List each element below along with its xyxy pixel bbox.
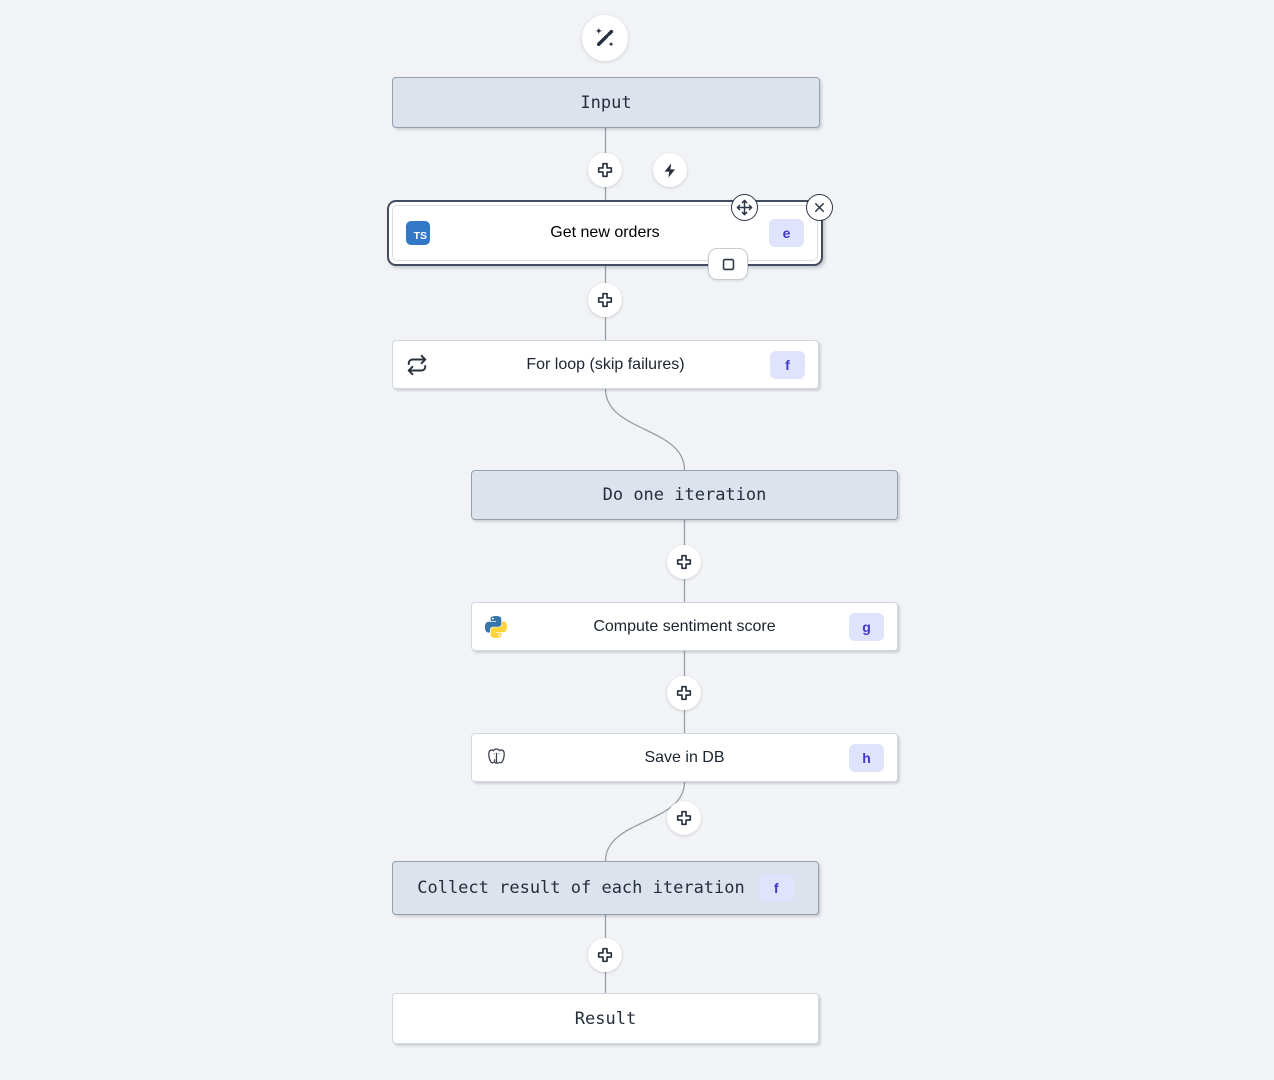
node-save-in-db-label: Save in DB [644, 748, 725, 766]
lightning-bolt-icon [662, 162, 679, 179]
move-arrows-icon [736, 199, 753, 216]
script-id-badge: f [758, 874, 794, 902]
close-x-icon [812, 200, 827, 215]
stop-toggle-button[interactable] [708, 248, 748, 280]
close-button[interactable] [806, 194, 833, 221]
postgresql-elephant-icon [485, 746, 508, 769]
ai-flow-builder-button[interactable] [582, 15, 628, 61]
magic-wand-sparkles-icon [592, 25, 618, 51]
insert-step-button-1[interactable] [588, 153, 622, 187]
insert-step-button-5[interactable] [667, 801, 701, 835]
insert-step-button-2[interactable] [588, 283, 622, 317]
insert-step-button-3[interactable] [667, 545, 701, 579]
node-compute-sentiment-score-label: Compute sentiment score [593, 617, 776, 635]
plus-icon [596, 946, 614, 964]
typescript-icon: TS [406, 221, 430, 245]
script-id-badge: f [770, 350, 805, 379]
node-for-loop[interactable]: For loop (skip failures) f [392, 340, 819, 389]
plus-icon [675, 684, 693, 702]
plus-icon [596, 291, 614, 309]
node-save-in-db[interactable]: Save in DB h [471, 733, 898, 782]
square-stop-icon [720, 256, 737, 273]
node-result[interactable]: Result [392, 993, 819, 1044]
script-id-badge: g [849, 612, 884, 641]
node-collect-result[interactable]: Collect result of each iteration f [392, 861, 819, 915]
insert-step-button-6[interactable] [588, 938, 622, 972]
node-compute-sentiment-score[interactable]: Compute sentiment score g [471, 602, 898, 651]
node-for-loop-label: For loop (skip failures) [526, 355, 685, 373]
node-do-one-iteration-label: Do one iteration [602, 485, 767, 505]
node-input[interactable]: Input [392, 77, 820, 128]
node-result-label: Result [574, 1008, 637, 1029]
script-id-badge: h [849, 743, 884, 772]
node-input-label: Input [580, 92, 632, 113]
plus-icon [675, 553, 693, 571]
node-collect-result-label: Collect result of each iteration [417, 878, 745, 898]
move-handle-button[interactable] [731, 194, 758, 221]
node-do-one-iteration[interactable]: Do one iteration [471, 470, 898, 520]
trigger-button[interactable] [653, 153, 687, 187]
insert-step-button-4[interactable] [667, 676, 701, 710]
plus-icon [596, 161, 614, 179]
python-icon [485, 615, 507, 638]
repeat-loop-icon [406, 354, 428, 376]
node-get-new-orders-label: Get new orders [550, 224, 660, 241]
plus-icon [675, 809, 693, 827]
script-id-badge: e [769, 219, 804, 247]
